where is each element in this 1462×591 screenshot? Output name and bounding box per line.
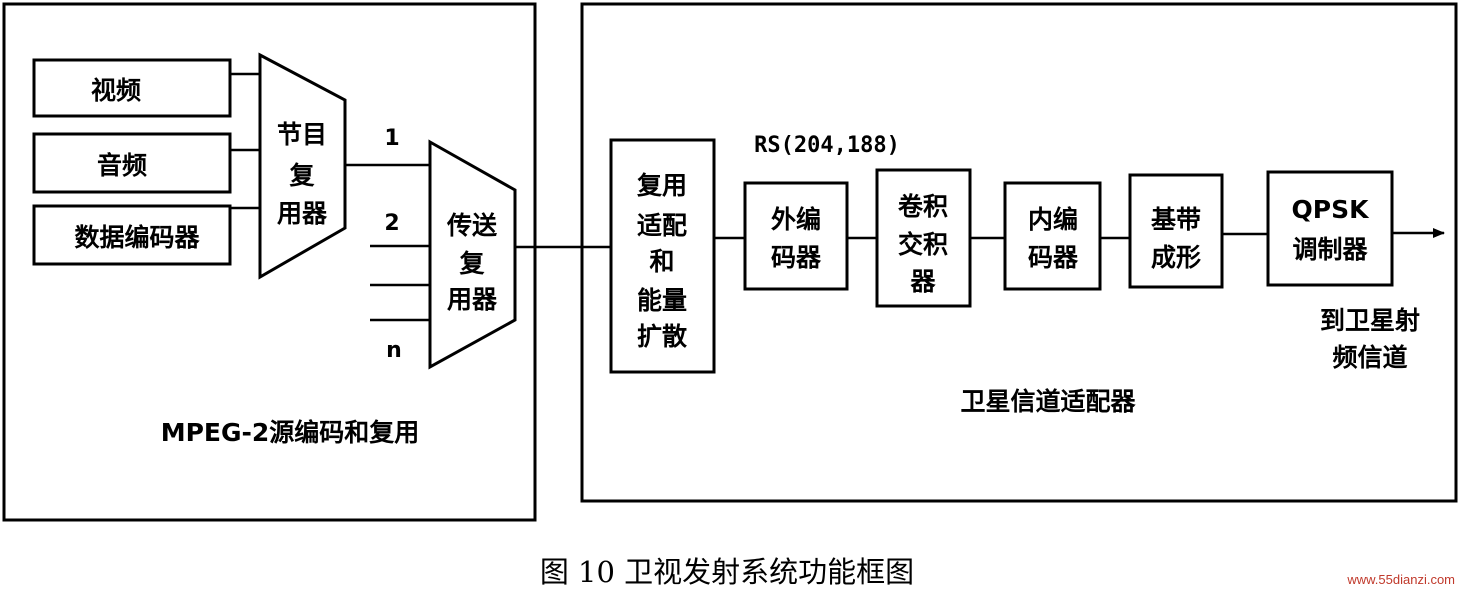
audio-box [32,132,232,194]
inner-coder-line-1: 内编 [1028,205,1078,234]
source-coding-title: MPEG-2源编码和复用 [161,418,420,447]
channel-adapter-title: 卫星信道适配器 [960,387,1136,416]
rs-code-label: RS(204,188) [754,133,900,158]
mux-adapt-line-3: 和 [649,247,674,276]
program-mux-label-1: 节目 [277,120,327,149]
baseband-line-2: 成形 [1151,243,1201,272]
data-encoder-box [32,204,232,266]
program-mux-label-2: 复 [289,161,315,190]
mux-adapt-line-1: 复用 [637,171,687,200]
inner-coder-box [1003,181,1102,291]
mux-adaptation-box [609,138,716,374]
output-label-1: 到卫星射 [1320,306,1420,335]
channel-adapter-panel [580,2,1458,503]
qpsk-line-2: 调制器 [1292,235,1368,264]
transport-mux-label-1: 传送 [446,211,497,240]
qpsk-modulator-box [1266,170,1394,287]
stream-label-n: n [386,338,402,363]
video-box [32,58,232,118]
interleaver-line-1: 卷积 [898,192,948,221]
program-mux-shape [258,52,347,280]
mux-adapt-line-4: 能量 [637,286,687,315]
audio-label: 音频 [97,151,147,180]
transport-mux-label-2: 复 [459,249,485,278]
outer-coder-line-1: 外编 [771,205,821,234]
watermark: www.55dianzi.com [1346,572,1455,587]
video-label: 视频 [91,76,141,105]
interleaver-line-3: 器 [909,267,936,296]
transport-mux-shape [428,139,517,370]
data-encoder-label: 数据编码器 [74,223,200,252]
mux-adapt-line-2: 适配 [637,211,687,240]
outer-coder-line-2: 码器 [771,243,822,272]
inner-coder-line-2: 码器 [1028,243,1079,272]
interleaver-line-2: 交积 [898,230,948,259]
output-label-2: 频信道 [1332,343,1407,372]
program-mux-label-3: 用器 [277,199,328,228]
stream-label-1: 1 [384,126,399,151]
source-coding-panel [2,2,537,522]
transport-mux-label-3: 用器 [447,285,498,314]
outer-coder-box [743,181,849,291]
figure-caption: 图 10 卫视发射系统功能框图 [540,555,914,589]
mux-adapt-line-5: 扩散 [637,322,687,351]
stream-label-2: 2 [384,211,399,236]
qpsk-line-1: QPSK [1292,195,1371,224]
baseband-box [1128,173,1224,289]
baseband-line-1: 基带 [1151,205,1201,234]
